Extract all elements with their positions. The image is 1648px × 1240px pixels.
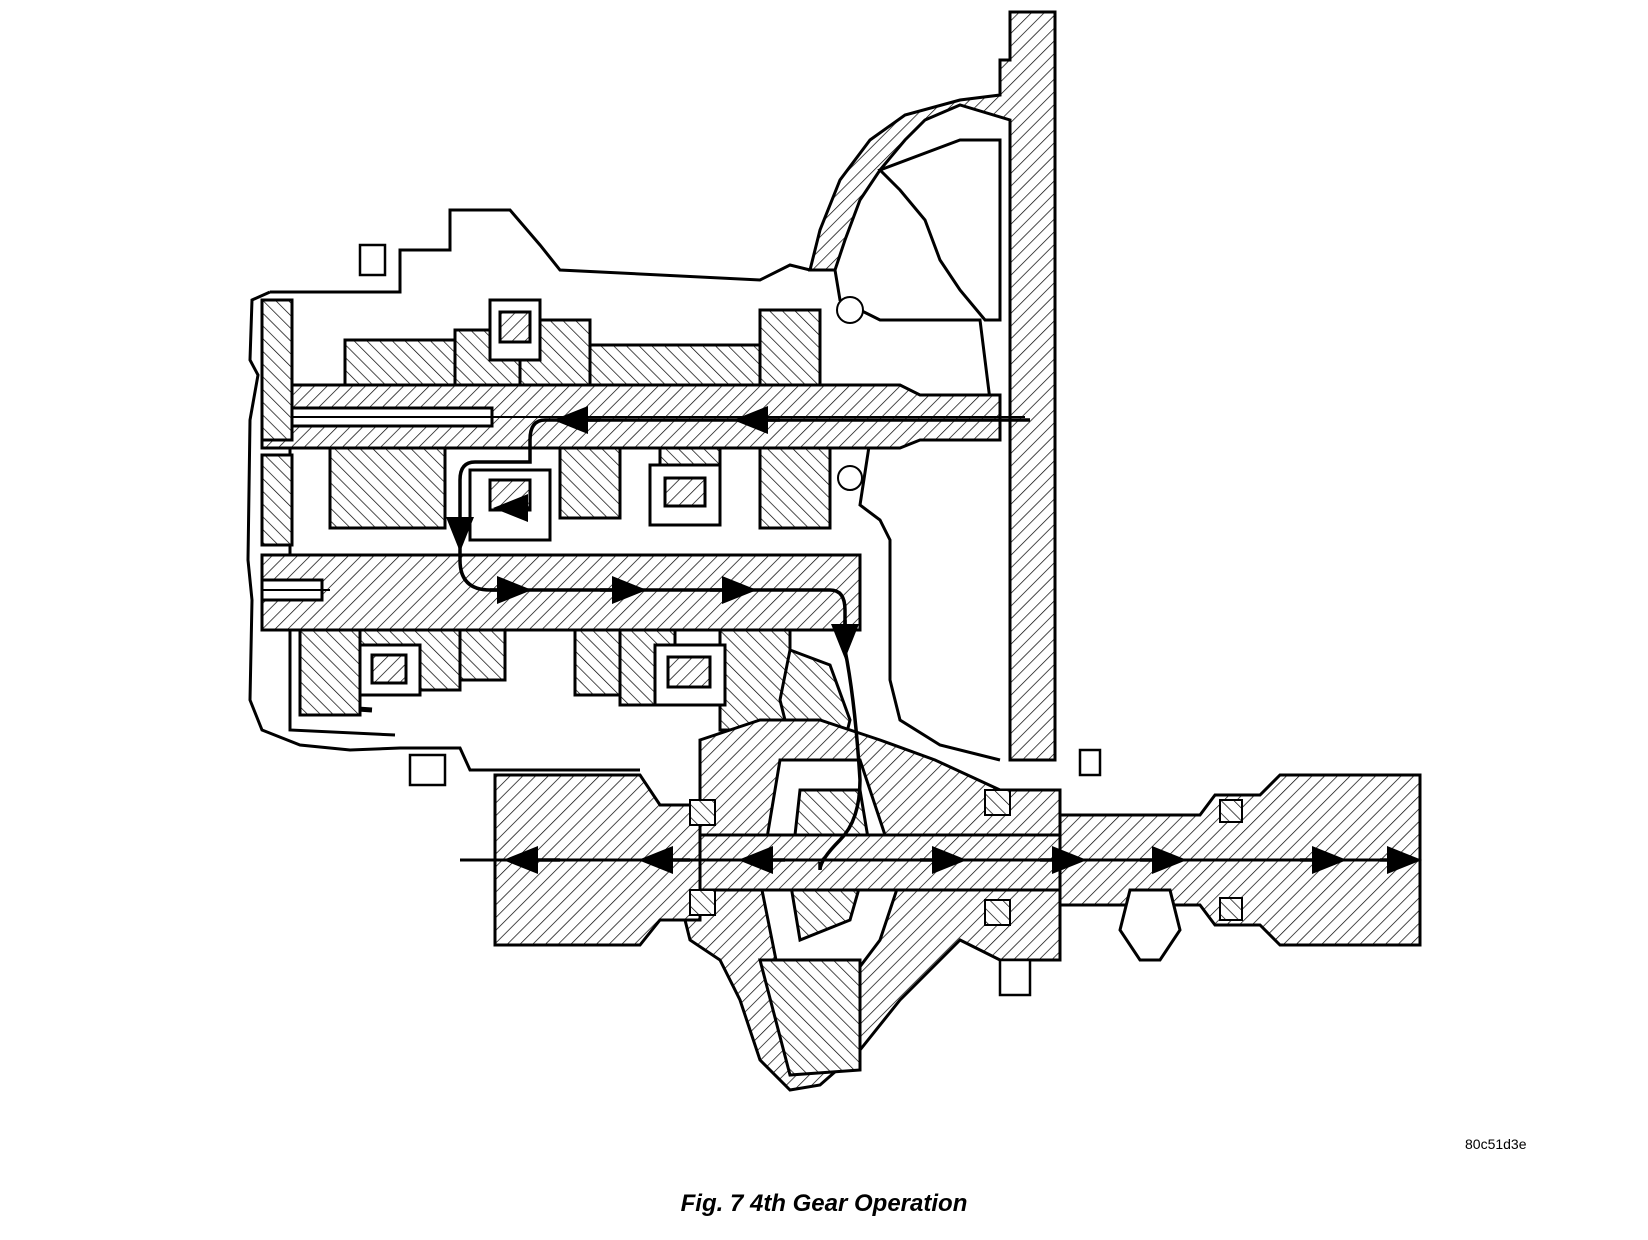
lower-synchronizer <box>358 643 727 707</box>
input-gears <box>260 298 832 547</box>
input-shaft <box>260 383 1025 450</box>
image-reference-code: 80c51d3e <box>1465 1136 1527 1152</box>
power-flow-arrows <box>446 406 1422 874</box>
figure-caption: Fig. 7 4th Gear Operation <box>680 1190 968 1217</box>
bearings <box>689 296 1243 926</box>
mounting-bolts <box>358 243 1102 997</box>
bell-housing <box>808 10 1057 762</box>
output-shaft <box>260 553 862 632</box>
